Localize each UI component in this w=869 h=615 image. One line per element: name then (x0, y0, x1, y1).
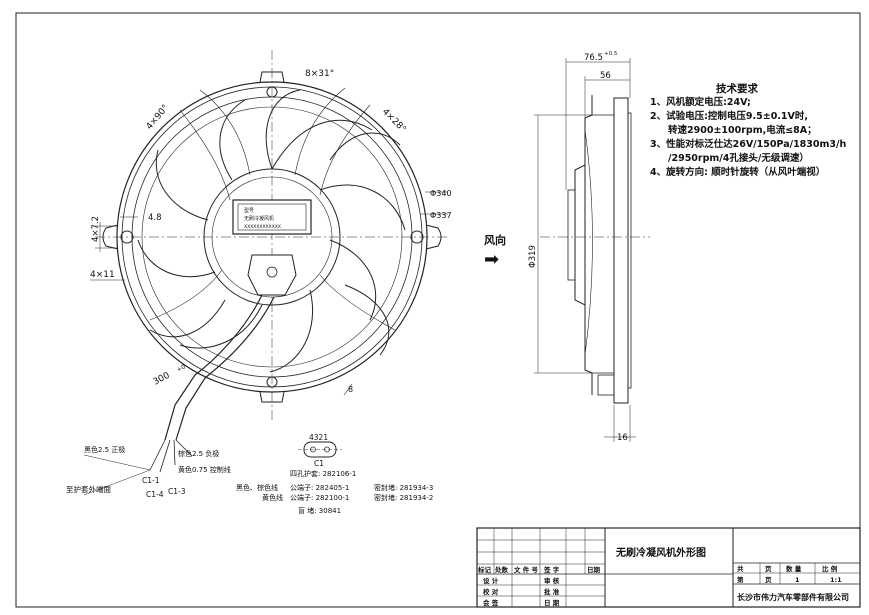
mounting-ears (102, 71, 442, 403)
dim-8x31: 8×31° (305, 69, 334, 79)
hdr-doc: 文 件 号 (513, 565, 539, 574)
hdr-qty: 数 量 (786, 564, 802, 573)
connector-c1 (298, 441, 342, 458)
hdr-page-unit: 页 (765, 565, 772, 573)
row2-color: 黄色线 (262, 493, 283, 502)
requirement-3: 3、性能对标泛仕达26V/150Pa/1830m3/h (650, 139, 847, 150)
dim-76-5-tol: +0.5 (604, 51, 618, 57)
fan-side-label: 至护套外端面 (66, 484, 111, 494)
hdr-design: 设 计 (483, 576, 499, 585)
wire-brown-label: 棕色2.5 负极 (178, 449, 219, 458)
requirement-2: 2、试验电压:控制电压9.5±0.1V时, (650, 111, 808, 122)
hdr-review: 审 核 (544, 576, 560, 585)
hdr-approve: 批 准 (544, 587, 560, 596)
guard-wires (149, 87, 396, 331)
row1-terminal: 公端子: 282405-1 (290, 483, 349, 492)
hdr-sheet-unit: 页 (765, 576, 772, 584)
label-serial: XXXXXXXXXXXX (244, 224, 281, 230)
connector-name: C1 (314, 459, 324, 468)
row1-color: 黑色、棕色线 (236, 483, 278, 492)
requirement-1: 1、风机额定电压:24V; (650, 97, 751, 108)
dim-16: 16 (617, 433, 628, 443)
hdr-countersign: 会 签 (483, 598, 499, 607)
row2-terminal: 公端子: 282100-1 (290, 493, 349, 502)
dim-4x11: 4×11 (90, 270, 115, 280)
motor-label-plate (232, 199, 312, 235)
scale-value: 1:1 (830, 576, 842, 584)
c1-3-label: C1-3 (168, 487, 186, 496)
sheet-border (15, 12, 861, 608)
title-block (476, 527, 861, 608)
connector-housing: 四孔护套: 282106-1 (290, 469, 356, 478)
requirement-3-cont: /2950rpm/4孔接头/无级调速） (668, 153, 809, 164)
dim-dia-319: Φ319 (528, 245, 538, 268)
cable (164, 294, 263, 441)
company-name: 长沙市伟力汽车零部件有限公司 (737, 592, 849, 602)
row2-seal: 密封堵: 281934-2 (374, 493, 433, 502)
label-product: 无刷冷凝风机 (244, 215, 274, 222)
fan-blades (137, 89, 406, 373)
drawing-title: 无刷冷凝风机外形图 (615, 546, 706, 559)
label-model: 型号 (244, 207, 254, 214)
hdr-count: 处数 (494, 565, 509, 574)
c1-1-label: C1-1 (142, 476, 160, 485)
front-view (90, 50, 450, 473)
dim-dia-340: Φ340 (430, 189, 452, 198)
dim-76-5: 76.5 (584, 53, 603, 63)
dim-dia-337: Φ337 (430, 211, 452, 220)
hdr-date: 日期 (587, 565, 601, 574)
dim-cable-tol: +0 (176, 363, 187, 373)
side-motor (574, 164, 586, 306)
airflow-label: 风向 (484, 233, 506, 247)
hdr-scale: 比 例 (822, 564, 838, 573)
side-view (534, 58, 650, 442)
c1-4-label: C1-4 (146, 490, 164, 499)
hub-bracket (247, 254, 297, 296)
requirement-4: 4、旋转方向: 顺时针旋转（从风叶端视） (650, 167, 826, 178)
hdr-mark: 标记 (477, 565, 492, 574)
dim-4x90: 4×90° (145, 103, 171, 132)
hdr-total: 共 (737, 564, 744, 573)
wire-black-label: 黑色2.5 正极 (84, 445, 125, 454)
dim-cable-length: 300 (152, 371, 172, 388)
dim-56: 56 (600, 71, 611, 81)
wire-ends (149, 439, 193, 473)
row1-seal: 密封堵: 281934-3 (374, 483, 433, 492)
hdr-sign: 签 字 (543, 565, 560, 574)
technical-requirements: 技术要求 1、风机额定电压:24V; 2、试验电压:控制电压9.5±0.1V时,… (650, 82, 864, 180)
requirements-title: 技术要求 (716, 83, 758, 95)
blind-plug: 盲 堵: 30841 (298, 506, 341, 515)
mark-8: 8 (348, 385, 353, 394)
hdr-sheet: 第 (737, 575, 744, 584)
dim-4-8: 4.8 (148, 213, 162, 223)
requirement-2-cont: 转速2900±100rpm,电流≤8A； (668, 125, 817, 136)
airflow-arrow: ➡ (484, 249, 499, 270)
hdr-day: 日 期 (544, 598, 560, 607)
wire-yellow-label: 黄色0.75 控制线 (178, 465, 231, 474)
side-frame (613, 97, 629, 404)
outer-ring (116, 81, 428, 393)
hdr-check: 校 对 (483, 587, 499, 596)
qty-value: 1 (795, 576, 800, 584)
dim-slot-4x7-2: 4×7.2 (91, 216, 101, 242)
connector-pins: 4321 (309, 433, 328, 442)
